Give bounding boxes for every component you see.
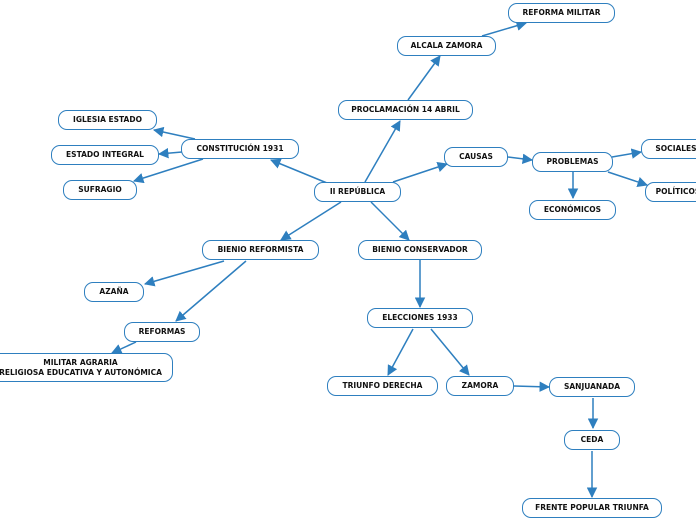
node-label-line2: RELIGIOSA EDUCATIVA Y AUTONÓMICA xyxy=(0,367,162,377)
edge-reformas-militar xyxy=(111,341,137,354)
edge-root-causas xyxy=(392,162,448,183)
node-bienio-conservador[interactable]: BIENIO CONSERVADOR xyxy=(358,240,482,260)
node-reformas[interactable]: REFORMAS xyxy=(124,322,200,342)
node-reforma-militar[interactable]: REFORMA MILITAR xyxy=(508,3,615,23)
edge-problemas-sociales xyxy=(611,148,643,159)
node-label: ZAMORA xyxy=(461,381,499,390)
edge-bienio-ref-reformas xyxy=(175,260,247,322)
node-triunfo-derecha[interactable]: TRIUNFO DERECHA xyxy=(327,376,438,396)
edge-constitucion-iglesia xyxy=(152,126,196,140)
node-label: SOCIALES xyxy=(655,144,696,153)
node-label: II REPÚBLICA xyxy=(329,187,386,196)
node-estado-integral[interactable]: ESTADO INTEGRAL xyxy=(51,145,159,165)
node-ceda[interactable]: CEDA xyxy=(564,430,620,450)
node-label: CAUSAS xyxy=(459,152,493,161)
node-label: ESTADO INTEGRAL xyxy=(66,150,144,159)
node-sanjuanada[interactable]: SANJUANADA xyxy=(549,377,635,397)
node-label-line1: MILITAR AGRARIA xyxy=(43,357,118,367)
node-label: CONSTITUCIÓN 1931 xyxy=(196,144,284,153)
edge-constitucion-estado xyxy=(157,147,183,159)
edge-elecciones-triunfo xyxy=(387,328,414,376)
edge-root-proclamacion xyxy=(364,120,401,183)
node-label: SUFRAGIO xyxy=(78,185,122,194)
node-constitucion-1931[interactable]: CONSTITUCIÓN 1931 xyxy=(181,139,299,159)
node-label: BIENIO CONSERVADOR xyxy=(372,245,468,254)
node-label: REFORMA MILITAR xyxy=(522,8,601,17)
node-iglesia-estado[interactable]: IGLESIA ESTADO xyxy=(58,110,157,130)
node-label: ELECCIONES 1933 xyxy=(382,313,458,322)
node-label: POLÍTICOS xyxy=(655,187,696,196)
node-label: SANJUANADA xyxy=(563,382,621,391)
node-elecciones-1933[interactable]: ELECCIONES 1933 xyxy=(367,308,473,328)
node-label: ALCALA ZAMORA xyxy=(410,41,483,50)
node-zamora[interactable]: ZAMORA xyxy=(446,376,514,396)
edge-problemas-politicos xyxy=(607,171,648,187)
edge-zamora-sanjuanada xyxy=(513,381,551,392)
node-problemas[interactable]: PROBLEMAS xyxy=(532,152,613,172)
node-frente-popular-triunfa[interactable]: FRENTE POPULAR TRIUNFA xyxy=(522,498,662,518)
node-label: ECONÓMICOS xyxy=(543,205,602,214)
node-label: TRIUNFO DERECHA xyxy=(342,381,423,390)
edge-constitucion-sufragio xyxy=(132,158,204,184)
node-label: AZAÑA xyxy=(99,287,129,296)
node-sociales[interactable]: SOCIALES xyxy=(641,139,696,159)
node-causas[interactable]: CAUSAS xyxy=(444,147,508,167)
node-label: REFORMAS xyxy=(138,327,186,336)
node-label: IGLESIA ESTADO xyxy=(73,115,142,124)
edge-causas-problemas xyxy=(507,153,534,165)
node-label: BIENIO REFORMISTA xyxy=(217,245,304,254)
edge-root-bienio-cons xyxy=(370,201,410,241)
edge-bienio-ref-azana xyxy=(143,260,225,287)
node-label: FRENTE POPULAR TRIUNFA xyxy=(535,503,649,512)
edge-root-constitucion xyxy=(270,158,328,184)
node-economicos[interactable]: ECONÓMICOS xyxy=(529,200,616,220)
node-label: PROCLAMACIÓN 14 ABRIL xyxy=(351,105,460,114)
edge-alcala-reforma xyxy=(481,20,528,37)
node-sufragio[interactable]: SUFRAGIO xyxy=(63,180,137,200)
node-azana[interactable]: AZAÑA xyxy=(84,282,144,302)
node-label: PROBLEMAS xyxy=(546,157,599,166)
node-proclamacion-14-abril[interactable]: PROCLAMACIÓN 14 ABRIL xyxy=(338,100,473,120)
node-alcala-zamora[interactable]: ALCALA ZAMORA xyxy=(397,36,496,56)
edge-elecciones-zamora xyxy=(430,328,470,376)
node-ii-republica[interactable]: II REPÚBLICA xyxy=(314,182,401,202)
edge-root-bienio-ref xyxy=(280,201,342,241)
node-label: CEDA xyxy=(580,435,604,444)
node-bienio-reformista[interactable]: BIENIO REFORMISTA xyxy=(202,240,319,260)
edge-proclamacion-alcala xyxy=(407,55,441,101)
node-politicos[interactable]: POLÍTICOS xyxy=(645,182,696,202)
